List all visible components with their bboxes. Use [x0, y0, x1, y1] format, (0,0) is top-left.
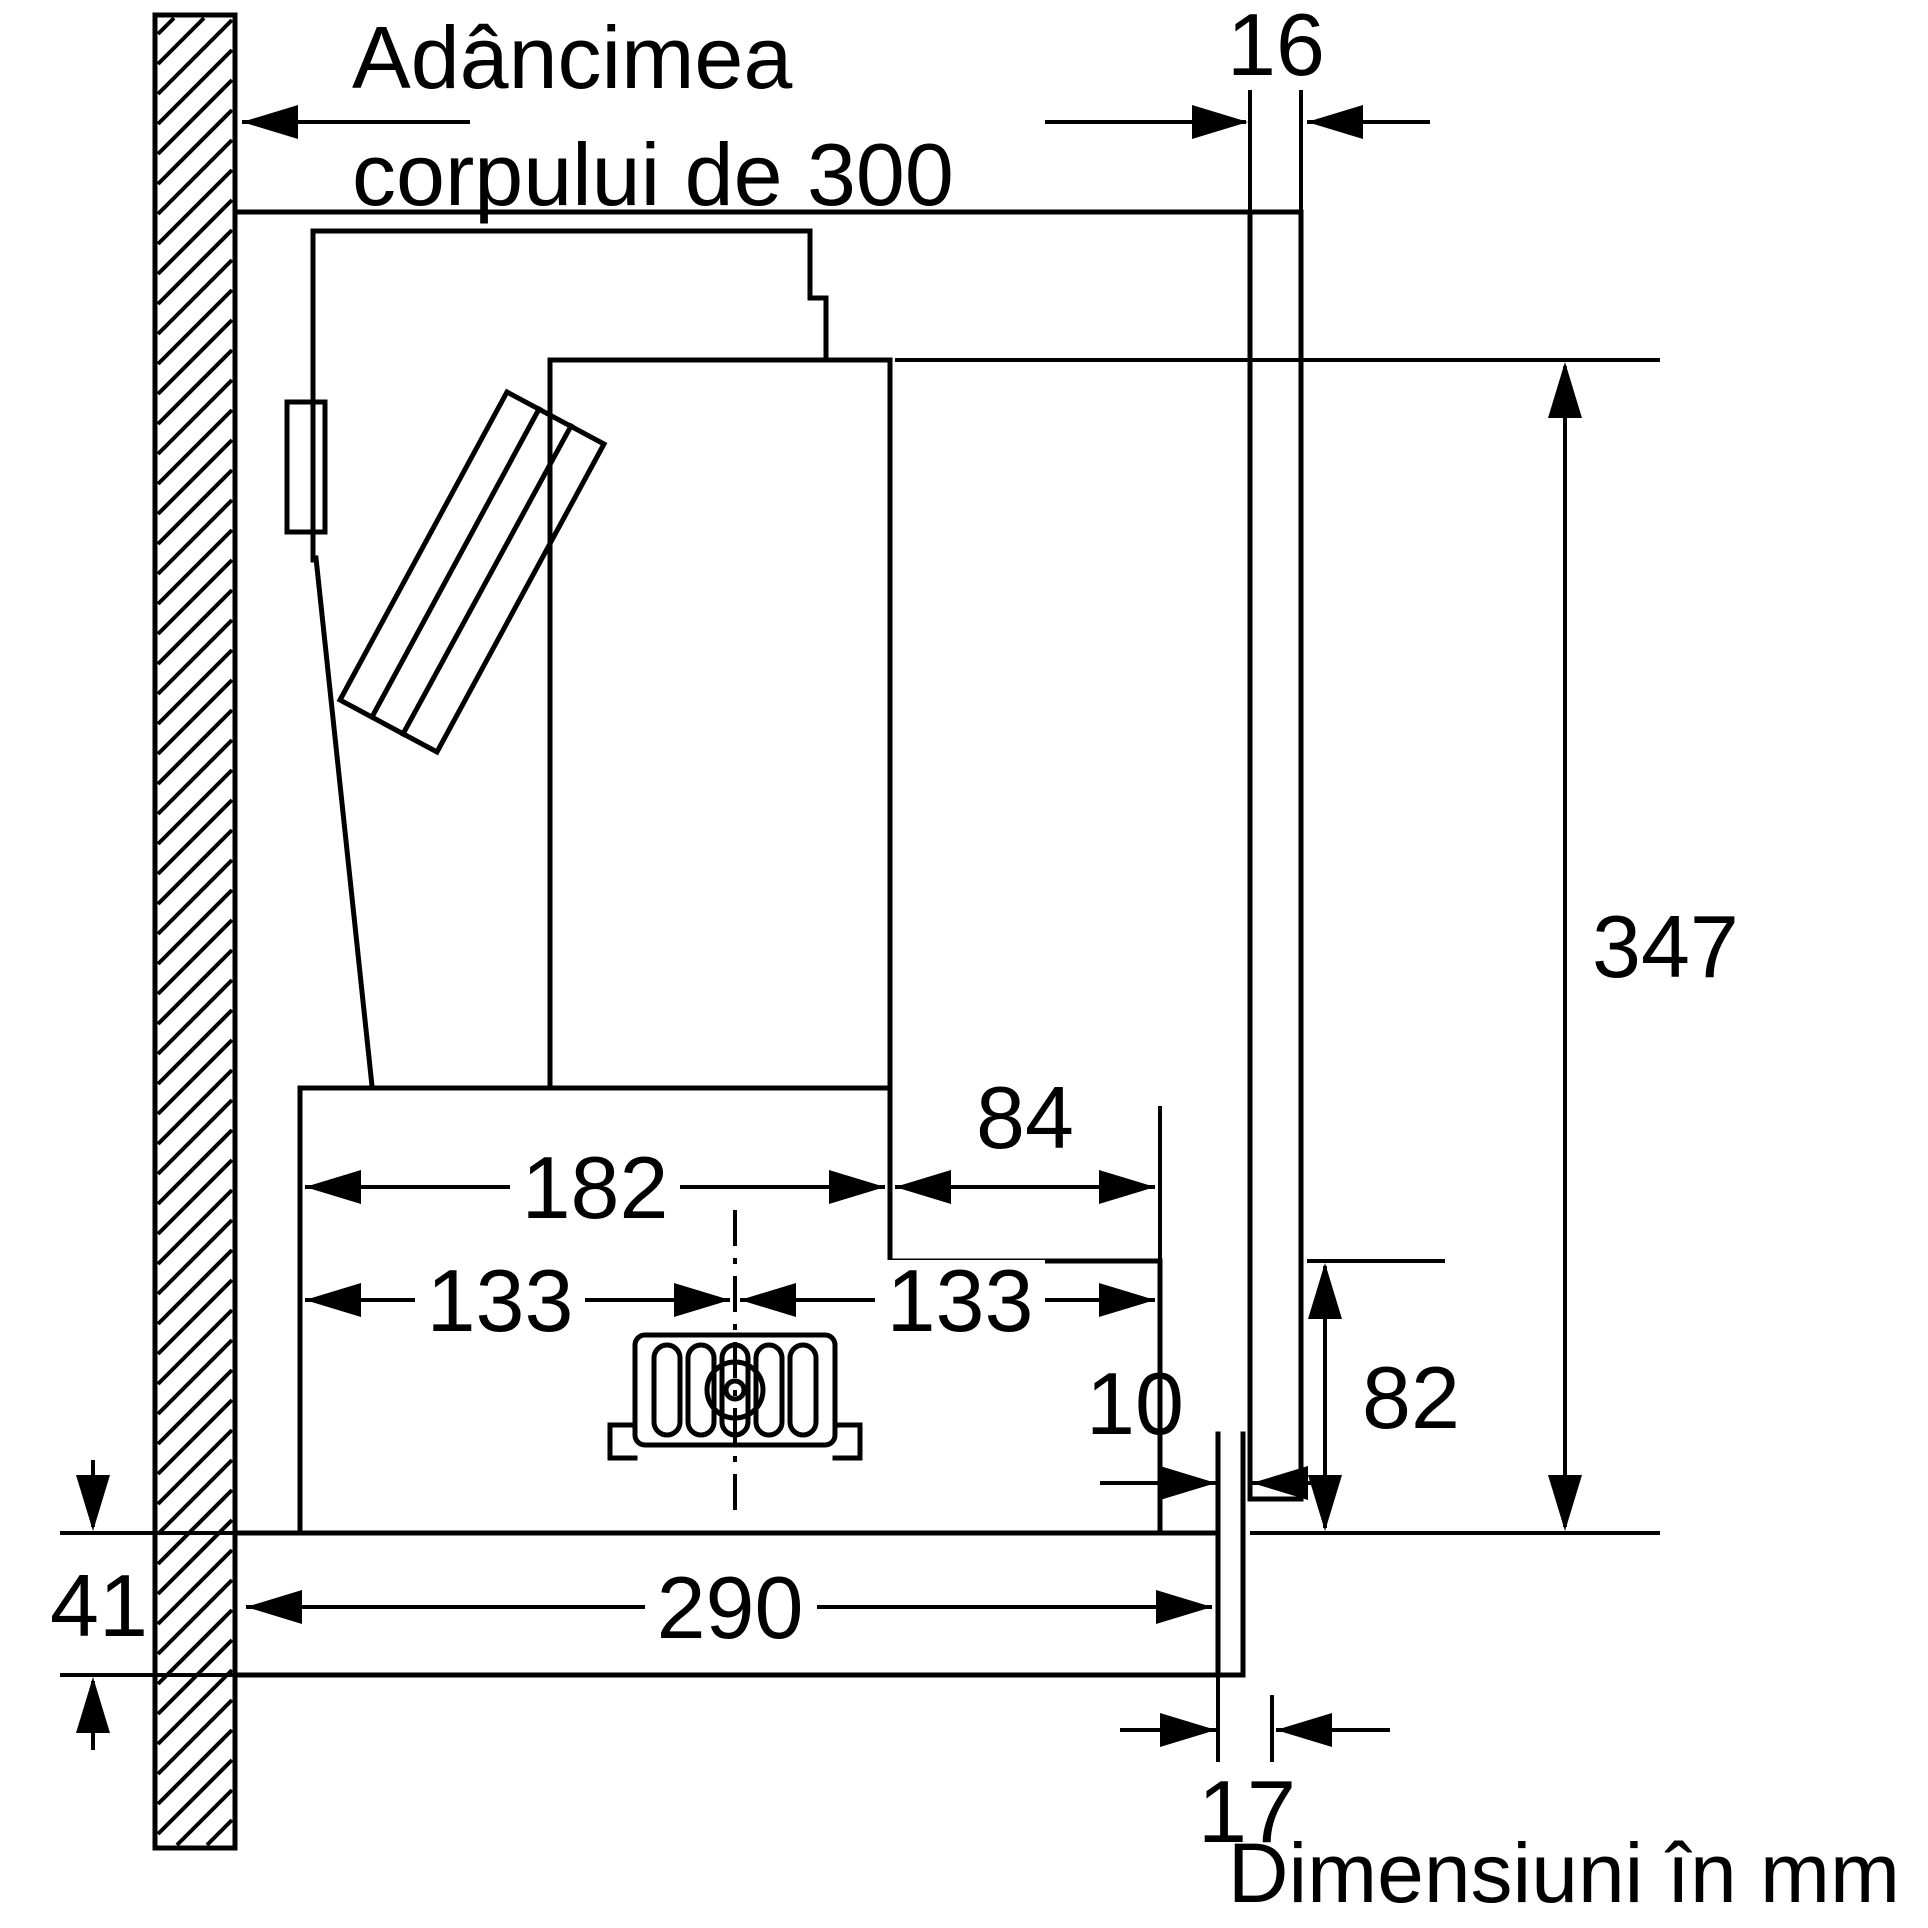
dim-front-gap: 10 — [1086, 1354, 1330, 1500]
blower-unit — [607, 1210, 863, 1515]
hood-body — [232, 209, 1304, 1678]
label-10: 10 — [1086, 1354, 1184, 1453]
dim-cabinet-depth: Adâncimea corpului de 300 — [242, 8, 1248, 224]
label-133-left: 133 — [427, 1251, 574, 1350]
dim-body-depth: 182 — [305, 1138, 885, 1237]
label-16: 16 — [1227, 0, 1325, 94]
label-347: 347 — [1592, 897, 1739, 996]
dim-total-height: 347 — [895, 358, 1739, 1535]
label-290: 290 — [657, 1558, 804, 1657]
wall-section — [152, 12, 238, 1851]
dim-lower-height: 82 — [1307, 1259, 1460, 1531]
dim-bottom-front-gap: 17 — [1120, 1675, 1390, 1861]
units-note: Dimensiuni în mm — [1228, 1826, 1900, 1920]
dim-rear-depth: 84 — [895, 1068, 1162, 1261]
wall-hatch-pattern — [156, 16, 234, 1847]
label-82: 82 — [1362, 1348, 1460, 1447]
label-17: 17 — [1198, 1762, 1296, 1861]
label-cabinet-depth-line1: Adâncimea — [352, 8, 792, 107]
dim-panel-thickness: 16 — [1227, 0, 1430, 212]
dim-bottom-depth: 290 — [246, 1558, 1212, 1657]
label-cabinet-depth-line2: corpului de 300 — [352, 125, 954, 224]
label-182: 182 — [522, 1138, 669, 1237]
wall-bracket — [284, 399, 328, 535]
label-41: 41 — [50, 1556, 148, 1655]
label-133-right: 133 — [887, 1251, 1034, 1350]
grease-filter — [336, 388, 608, 756]
dim-lip-height: 41 — [50, 1460, 235, 1750]
dim-duct-offsets: 133 133 — [305, 1251, 1155, 1350]
label-84: 84 — [976, 1068, 1074, 1167]
